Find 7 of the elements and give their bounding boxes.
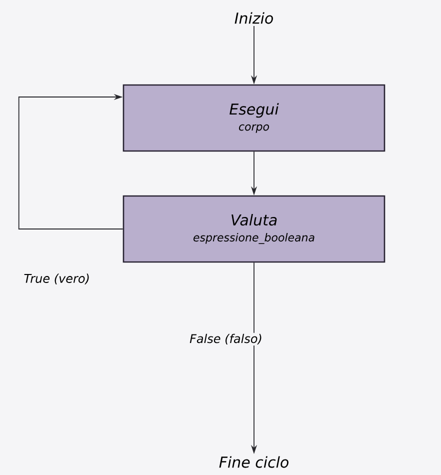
- terminal-text: Fine ciclo: [219, 456, 288, 468]
- edge-label: True (vero): [22, 272, 91, 286]
- edge-label: False (falso): [188, 332, 264, 346]
- process-box: Valuta espressione_booleana: [122, 195, 386, 263]
- terminal-text: Inizio: [234, 12, 273, 24]
- process-box: Esegui corpo: [122, 84, 386, 152]
- arrow: [18, 94, 124, 230]
